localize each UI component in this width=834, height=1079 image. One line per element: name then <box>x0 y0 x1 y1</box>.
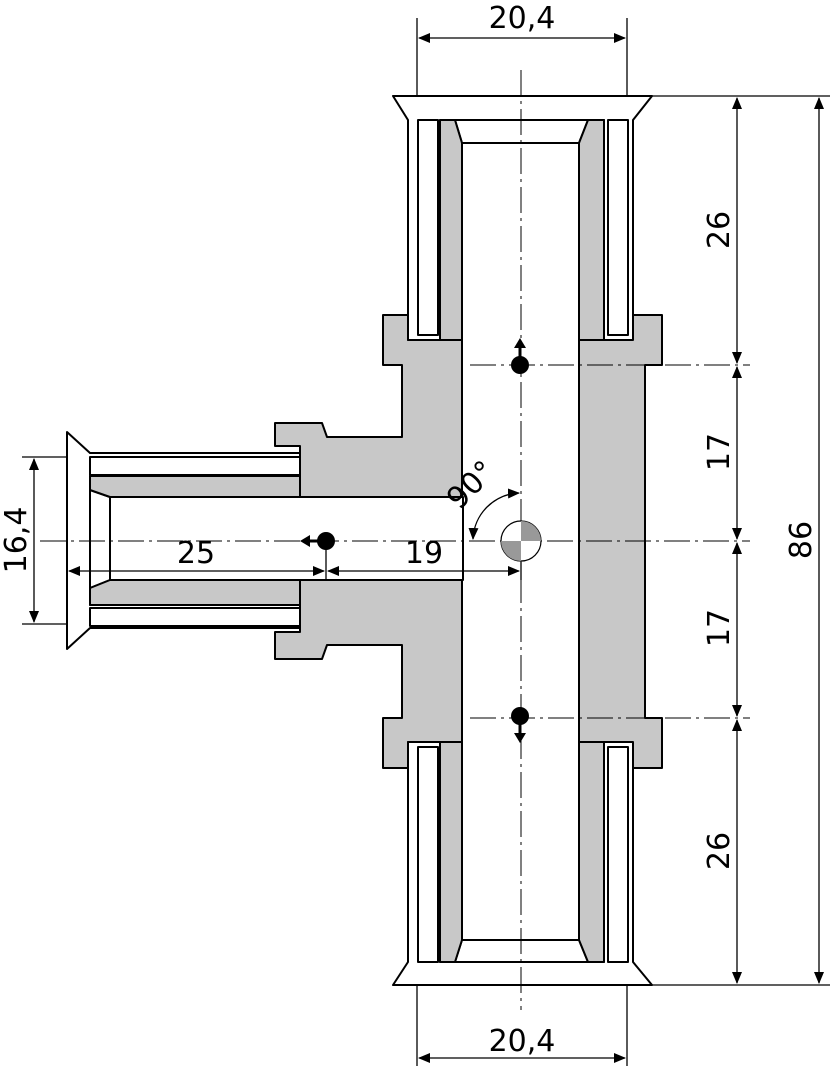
branch-to-centre-label: 19 <box>405 536 443 571</box>
top-width-label: 20,4 <box>489 1 556 36</box>
dimension-lines <box>22 18 830 1066</box>
bottom-width-label: 20,4 <box>489 1024 556 1059</box>
branch-inner-lower-wall <box>89 579 301 606</box>
total-length-label: 86 <box>784 521 819 559</box>
bottom-inner-left-wall <box>439 741 463 963</box>
branch-length-label: 25 <box>177 536 215 571</box>
branch-socket <box>66 431 301 650</box>
pin-arrow-icon-bottom <box>511 707 529 743</box>
bottom-sleeve-left-wall <box>417 746 439 963</box>
bottom-socket-depth-label: 26 <box>702 832 737 870</box>
top-socket-depth-label: 26 <box>702 211 737 249</box>
branch-bore-bevel <box>89 489 111 589</box>
top-inner-left-wall <box>439 119 463 341</box>
bottom-sleeve-right-wall <box>607 746 629 963</box>
lower-half-body-label: 17 <box>702 609 737 647</box>
bottom-inner-right-wall <box>578 741 605 963</box>
pin-arrow-icon-top <box>511 338 529 374</box>
top-sleeve-right-wall <box>607 119 629 336</box>
top-sleeve-left-wall <box>417 119 439 336</box>
angle-arc <box>468 488 520 540</box>
quadrant-circle-icon <box>500 520 542 562</box>
dimension-labels: 20,4 20,4 25 19 16,4 26 17 17 26 86 90° <box>0 1 819 1059</box>
pin-arrow-icon-left <box>300 532 335 550</box>
top-inner-right-wall <box>578 119 605 341</box>
branch-sleeve-lower-wall <box>89 607 301 627</box>
branch-sleeve-upper-wall <box>89 456 301 476</box>
bottom-socket <box>392 741 653 986</box>
branch-diameter-label: 16,4 <box>0 507 34 574</box>
branch-inner-upper-wall <box>89 475 301 498</box>
upper-half-body-label: 17 <box>702 433 737 471</box>
